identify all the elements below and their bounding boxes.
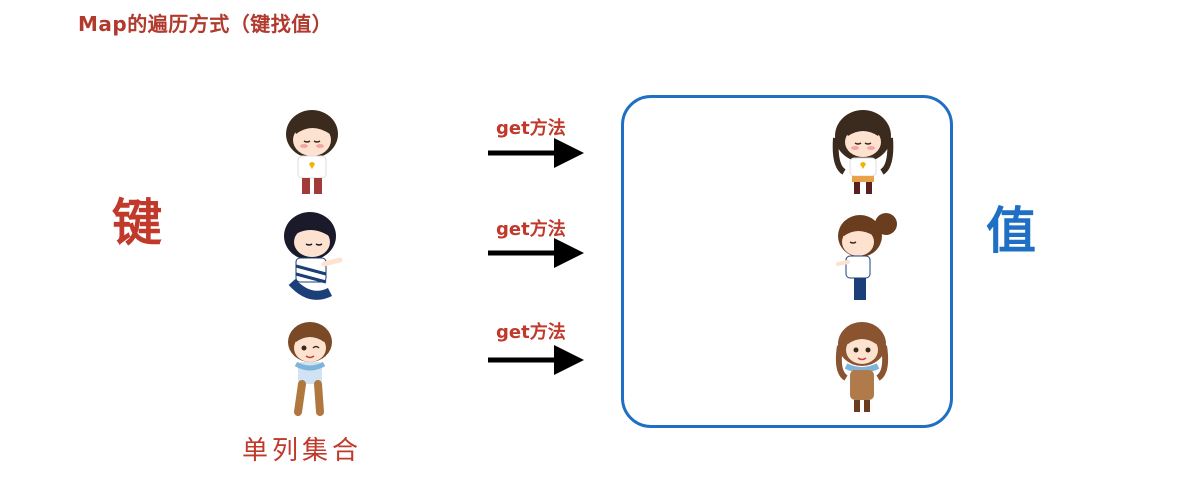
- girl-figure-scarf-icon: [835, 322, 889, 412]
- boy-figure-heart-shirt-icon: [286, 110, 338, 194]
- girl-figure-ponytail-icon: [836, 213, 897, 300]
- arrow-right-icon: [488, 345, 584, 375]
- values-box: [621, 95, 953, 428]
- keys-caption: 单列集合: [242, 436, 363, 466]
- boy-figure-winking-icon: [288, 322, 332, 416]
- boy-figure-kneeling-icon: [284, 212, 343, 300]
- page-title: Map的遍历方式（键找值）: [78, 12, 333, 36]
- value-label: 值: [986, 202, 1036, 260]
- get-method-label-2: get方法: [496, 219, 566, 240]
- arrow-right-icon: [488, 238, 584, 268]
- arrow-right-icon: [488, 138, 584, 168]
- girl-figure-heart-shirt-icon: [832, 110, 894, 194]
- get-method-label-1: get方法: [496, 118, 566, 139]
- get-method-label-3: get方法: [496, 322, 566, 343]
- key-label: 键: [112, 194, 162, 252]
